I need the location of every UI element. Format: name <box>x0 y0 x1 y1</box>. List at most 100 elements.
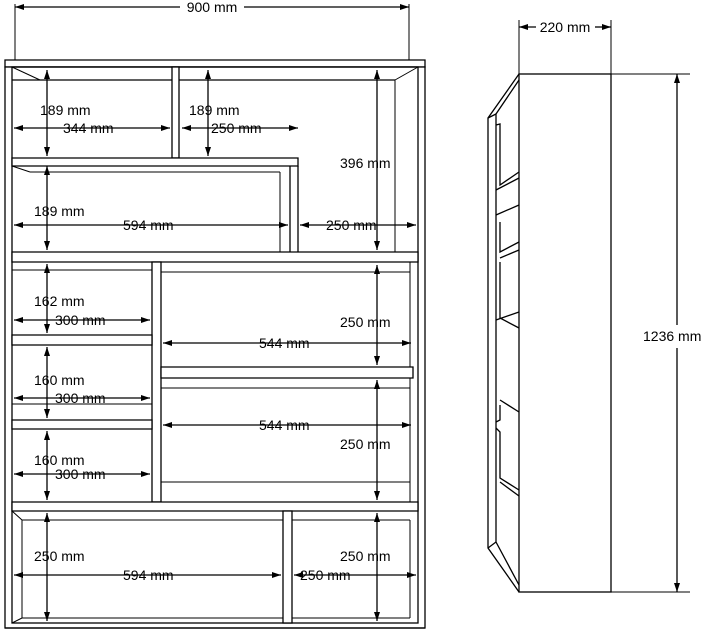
arrowhead <box>44 513 50 522</box>
dim-label-r4-right-w: 544 mm <box>259 417 310 433</box>
arrowhead <box>44 612 50 621</box>
arrowhead <box>14 222 23 228</box>
arrowhead <box>44 241 50 250</box>
arrowhead <box>205 147 211 156</box>
arrowhead <box>374 491 380 500</box>
top-board <box>4 59 426 68</box>
arrowhead <box>14 572 23 578</box>
arrowhead <box>182 125 191 131</box>
arrowhead <box>272 572 281 578</box>
arrowhead <box>141 471 150 477</box>
dim-label-r3-left-h: 162 mm <box>34 293 85 309</box>
dim-label-r6-right-h: 250 mm <box>340 548 391 564</box>
arrowhead <box>289 125 298 131</box>
side-front-inner <box>495 79 520 586</box>
dim-label-r1-left-w: 344 mm <box>63 120 114 136</box>
arrowhead <box>205 70 211 79</box>
side-edge <box>487 113 497 119</box>
side-shelf-edge <box>499 249 520 259</box>
dim-label-r1-mid-h: 189 mm <box>189 102 240 118</box>
side-shelf-edge <box>495 405 501 423</box>
right-shelf-1 <box>160 366 414 379</box>
side-panel <box>518 73 612 593</box>
arrowhead <box>602 24 611 30</box>
dim-label-r3-left-w: 300 mm <box>55 312 106 328</box>
dim-label-r6-left-h: 250 mm <box>34 548 85 564</box>
dim-label-r1-mid-w: 250 mm <box>211 120 262 136</box>
left-shelf-1 <box>11 334 153 346</box>
arrowhead <box>44 431 50 440</box>
side-front-edge <box>487 73 520 593</box>
arrowhead <box>374 380 380 389</box>
arrowhead <box>44 264 50 273</box>
arrowhead <box>14 125 23 131</box>
arrowhead <box>14 395 23 401</box>
arrowhead <box>44 147 50 156</box>
arrowhead <box>44 166 50 175</box>
side-shelf-edge <box>495 427 520 491</box>
arrowhead <box>163 340 172 346</box>
arrowhead <box>519 24 528 30</box>
arrowhead <box>374 241 380 250</box>
overall-width-label: 900 mm <box>187 0 238 15</box>
arrowhead <box>44 70 50 79</box>
depth-label: 220 mm <box>540 19 591 35</box>
arrowhead <box>15 4 24 10</box>
arrowhead <box>44 347 50 356</box>
arrowhead <box>44 409 50 418</box>
arrowhead <box>300 222 309 228</box>
dim-label-r3-right-w: 544 mm <box>259 335 310 351</box>
side-shelf-edge <box>499 222 520 254</box>
arrowhead <box>141 395 150 401</box>
perspective-line <box>394 66 419 81</box>
arrowhead <box>674 583 680 592</box>
dim-label-r6-left-w: 594 mm <box>123 567 174 583</box>
dim-label-r1-left-h: 189 mm <box>40 102 91 118</box>
arrowhead <box>44 324 50 333</box>
dim-label-r2-left-h: 189 mm <box>34 203 85 219</box>
arrowhead <box>407 572 416 578</box>
dim-label-r6-right-w: 250 mm <box>300 567 351 583</box>
perspective-line <box>11 66 41 81</box>
arrowhead <box>374 265 380 274</box>
arrowhead <box>374 70 380 79</box>
perspective-line <box>11 510 23 521</box>
row1-divider <box>171 66 180 159</box>
side-edge <box>487 541 497 549</box>
height-label: 1236 mm <box>643 328 701 344</box>
dim-label-r2-left-w: 594 mm <box>123 217 174 233</box>
protruding-shelf <box>11 157 299 167</box>
side-shelf-edge <box>495 204 520 216</box>
arrowhead <box>674 74 680 83</box>
arrowhead <box>14 317 23 323</box>
arrowhead <box>294 572 303 578</box>
arrowhead <box>402 340 411 346</box>
arrowhead <box>161 125 170 131</box>
dim-label-r1-right-h: 396 mm <box>340 155 391 171</box>
arrowhead <box>279 222 288 228</box>
outer-frame <box>4 66 426 629</box>
side-shelf-edge <box>495 311 520 321</box>
dim-label-r5-left-h: 160 mm <box>34 452 85 468</box>
dim-label-r5-left-w: 300 mm <box>55 466 106 482</box>
arrowhead <box>14 471 23 477</box>
arrowhead <box>400 4 409 10</box>
side-shelf-edge <box>499 481 520 497</box>
dim-label-r4-right-h: 250 mm <box>340 436 391 452</box>
dim-label-r4-left-w: 300 mm <box>55 390 106 406</box>
bottom-divider <box>282 510 293 624</box>
shelf-2 <box>11 251 419 263</box>
arrowhead <box>407 222 416 228</box>
arrowhead <box>374 356 380 365</box>
middle-divider <box>151 261 162 503</box>
arrowhead <box>141 317 150 323</box>
shelf-5 <box>11 501 419 512</box>
perspective-line <box>11 617 23 624</box>
arrowhead <box>402 422 411 428</box>
arrowhead <box>374 612 380 621</box>
perspective-line <box>11 165 31 173</box>
dim-label-r3-right-h: 250 mm <box>340 314 391 330</box>
side-shelf-edge <box>495 177 520 191</box>
dim-label-r4-left-h: 160 mm <box>34 372 85 388</box>
